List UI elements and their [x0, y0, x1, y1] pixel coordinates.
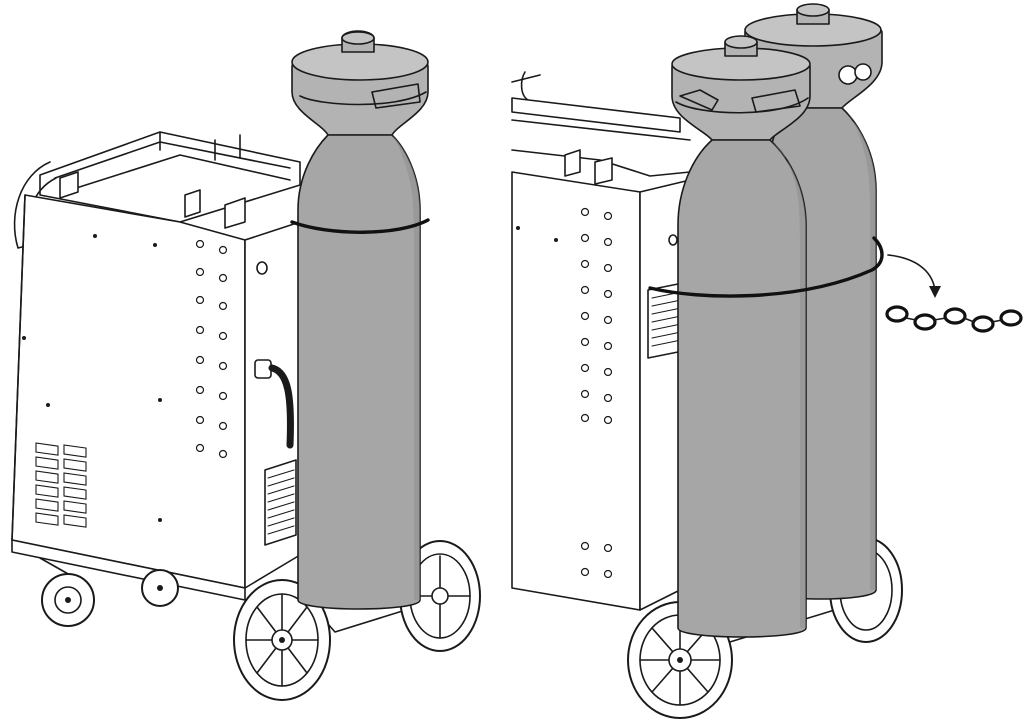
welding-machine-left: [11, 131, 481, 701]
big-wheel-left-rear: [399, 540, 481, 652]
gas-cylinder-left: [290, 30, 430, 610]
chain-icon: [885, 305, 1023, 333]
strap-chain-right: [648, 236, 884, 298]
machine-body-right: [511, 171, 641, 611]
big-wheel-left-front: [233, 579, 331, 701]
side-handle-left: [13, 161, 57, 249]
rear-vent-left: [264, 459, 297, 546]
front-caster-left: [39, 557, 179, 627]
machine-body-left: [11, 194, 246, 589]
curved-arrow-icon: [887, 254, 941, 298]
mount-holes-right: [580, 207, 613, 579]
top-frame-left: [39, 131, 301, 229]
strap-belt-left: [290, 218, 430, 234]
gas-cylinder-right-front: [671, 35, 811, 638]
gas-connector-left: [254, 261, 294, 449]
mount-holes-left: [195, 239, 228, 459]
vent-grille-left: [35, 442, 87, 528]
